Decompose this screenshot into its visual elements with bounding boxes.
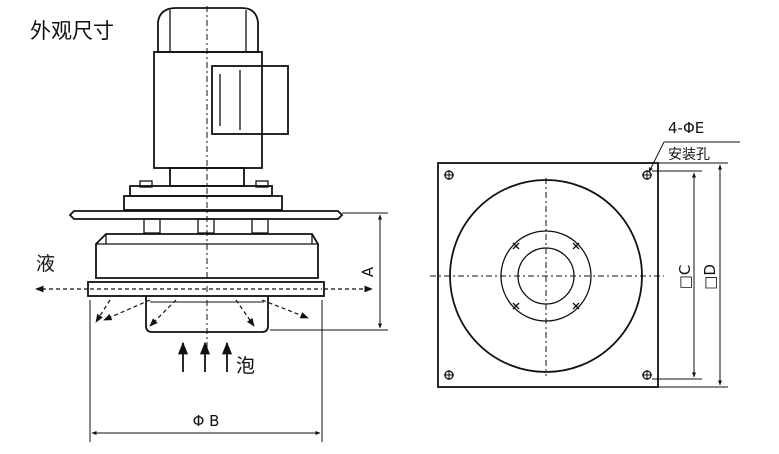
dimension-b: Φ B <box>89 300 323 442</box>
mounting-holes <box>444 170 652 380</box>
junction-box <box>211 65 289 135</box>
foam-intake-arrows <box>177 341 233 372</box>
dimension-a-label: A <box>359 266 377 277</box>
motor-body <box>153 51 263 169</box>
dimension-c: □C <box>652 170 702 380</box>
plan-view: 4-ΦE 安装孔 □C □D <box>430 119 740 388</box>
dimension-d-label: □D <box>701 264 719 290</box>
mounting-plate <box>68 210 344 220</box>
dimension-c-label: □C <box>676 265 694 290</box>
liquid-flow-arrows <box>35 285 373 327</box>
motor-top-cap <box>157 7 259 53</box>
foam-label: 泡 <box>236 355 255 377</box>
page-title: 外观尺寸 <box>30 19 114 43</box>
base-plate-square <box>437 162 659 388</box>
support-bracket <box>123 195 283 211</box>
holes-callout: 4-ΦE 安装孔 <box>648 119 740 173</box>
rotor-bolts <box>512 242 580 310</box>
holes-label: 4-ΦE <box>668 119 704 137</box>
liquid-label: 液 <box>36 253 55 275</box>
dimension-a: A <box>270 212 388 331</box>
side-view: 液 泡 A Φ B <box>35 6 388 442</box>
dimension-d: □D <box>658 162 728 388</box>
dimension-b-label: Φ B <box>193 412 220 430</box>
holes-note: 安装孔 <box>668 147 710 163</box>
